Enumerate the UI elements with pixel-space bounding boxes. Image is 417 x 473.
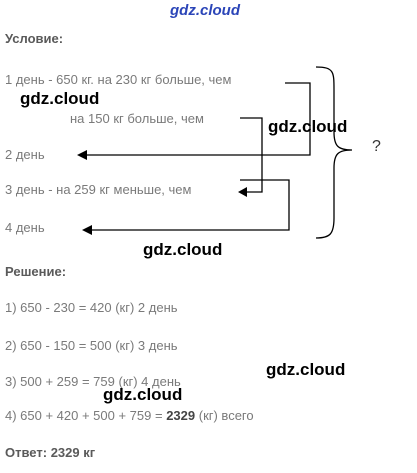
condition-line-day4: 4 день <box>5 220 45 235</box>
question-mark: ? <box>372 138 381 155</box>
step4-suffix: (кг) всего <box>195 408 254 423</box>
watermark-4: gdz.cloud <box>266 360 346 379</box>
solution-step-2: 2) 650 - 150 = 500 (кг) 3 день <box>5 338 178 353</box>
solution-step-3: 3) 500 + 259 = 759 (кг) 4 день <box>5 374 181 389</box>
watermark-5: gdz.cloud <box>103 385 183 404</box>
arrow-day3-to-day4 <box>87 179 290 231</box>
step4-prefix: 4) 650 + 420 + 500 + 759 = <box>5 408 167 423</box>
condition-line-day3: 3 день - на 259 кг меньше, чем <box>5 182 192 197</box>
curly-brace <box>315 66 353 239</box>
answer-value: 2329 кг <box>50 445 96 460</box>
arrow-day1-to-day2 <box>82 82 311 156</box>
solution-heading: Решение: <box>5 264 67 279</box>
answer: Ответ: 2329 кг <box>5 445 95 460</box>
arrowhead-3 <box>82 225 92 235</box>
step4-result: 2329 <box>166 408 196 423</box>
top-watermark: gdz.cloud <box>170 2 240 19</box>
condition-heading: Условие: <box>5 31 64 46</box>
watermark-3: gdz.cloud <box>143 240 223 259</box>
arrowhead-2 <box>238 187 247 197</box>
arrowhead-1 <box>77 150 87 160</box>
watermark-1: gdz.cloud <box>20 89 100 108</box>
condition-line-day2-relation: на 150 кг больше, чем <box>70 111 204 126</box>
watermark-2: gdz.cloud <box>268 117 348 136</box>
solution-step-1: 1) 650 - 230 = 420 (кг) 2 день <box>5 300 178 315</box>
condition-line-day1: 1 день - 650 кг. на 230 кг больше, чем <box>5 72 232 87</box>
solution-step-4: 4) 650 + 420 + 500 + 759 = 2329 (кг) все… <box>5 408 254 423</box>
condition-line-day2: 2 день <box>5 147 45 162</box>
answer-label: Ответ: <box>5 445 48 460</box>
arrow-day2-to-day3 <box>240 117 263 193</box>
